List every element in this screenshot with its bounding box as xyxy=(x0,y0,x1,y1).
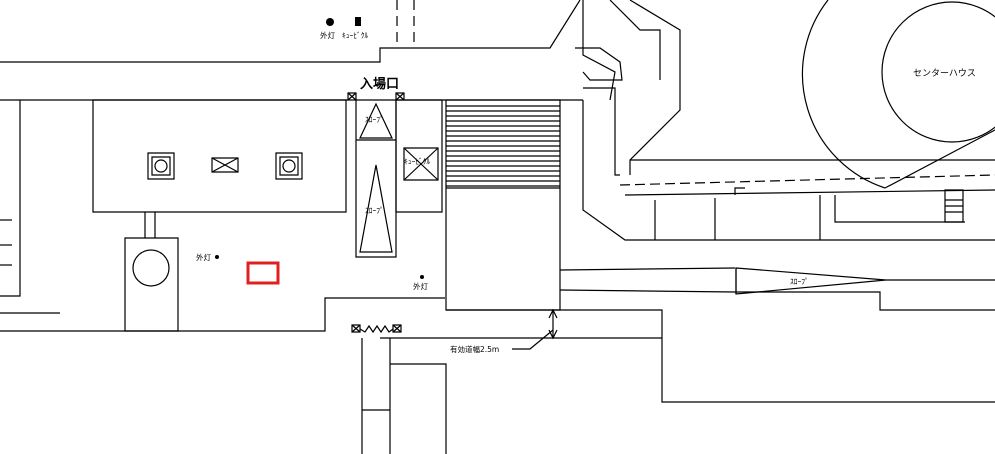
cubicle-label: ｷｭｰﾋﾞｸﾙ xyxy=(404,157,430,166)
outdoor-light-label: 外灯 xyxy=(413,281,428,291)
center-house-outer-arc xyxy=(802,0,885,188)
slope-label: ｽﾛｰﾌﾟ xyxy=(790,277,809,286)
slope-label: ｽﾛｰﾌﾟ xyxy=(365,206,384,215)
slope-label: ｽﾛｰﾌﾟ xyxy=(365,115,384,124)
road-edge xyxy=(560,268,735,270)
building-outline xyxy=(583,88,620,175)
road-edge xyxy=(390,364,446,454)
slope-arrow xyxy=(360,165,392,252)
path-width-label: 有効道幅2.5m xyxy=(450,344,499,354)
equipment-icon xyxy=(148,153,174,179)
dashed-building-edge xyxy=(620,175,995,185)
center-house-label: センターハウス xyxy=(913,68,976,79)
cubicle-legend-icon xyxy=(355,17,361,26)
staircase xyxy=(446,106,560,186)
building-block xyxy=(93,100,346,212)
building-outline xyxy=(583,100,995,240)
road-edge xyxy=(0,0,580,62)
equipment-icon xyxy=(212,158,238,172)
tank-icon xyxy=(133,250,169,286)
width-leader-line xyxy=(512,330,553,349)
legend: 外灯 ｷｭｰﾋﾞｸﾙ xyxy=(320,17,368,40)
wall xyxy=(0,100,20,296)
highlight-marker xyxy=(248,263,278,283)
cubicle-cross xyxy=(404,148,438,180)
slope-arrow xyxy=(360,104,392,138)
road-edge xyxy=(446,310,995,402)
tank-housing xyxy=(125,238,178,331)
building-outline xyxy=(835,195,965,222)
building-outline xyxy=(885,130,995,188)
road-edge xyxy=(560,290,735,292)
building-outline xyxy=(630,0,680,175)
gate-icon xyxy=(348,93,404,100)
building-outline xyxy=(583,0,615,100)
center-house-building xyxy=(882,2,995,142)
legend-outdoor-light-label: 外灯 xyxy=(320,30,335,40)
building-outline xyxy=(575,48,622,80)
outdoor-light-icon xyxy=(420,275,424,279)
outdoor-light-legend-icon xyxy=(326,18,334,26)
building-outline xyxy=(735,188,745,195)
wall xyxy=(0,298,445,331)
building-outline xyxy=(610,0,660,80)
gate-icon xyxy=(352,325,401,332)
road-edge xyxy=(735,292,995,310)
legend-cubicle-label: ｷｭｰﾋﾞｸﾙ xyxy=(342,31,368,40)
width-marker-arrow xyxy=(549,310,557,318)
outdoor-light-icon xyxy=(215,255,219,259)
equipment-icon xyxy=(276,153,302,179)
cubicle-icon xyxy=(404,148,438,180)
outdoor-light-label: 外灯 xyxy=(196,252,211,262)
entrance-label: 入場口 xyxy=(360,76,399,92)
slope-arrow xyxy=(736,268,886,294)
building-outline xyxy=(625,190,995,195)
cubicle-box xyxy=(396,100,442,212)
